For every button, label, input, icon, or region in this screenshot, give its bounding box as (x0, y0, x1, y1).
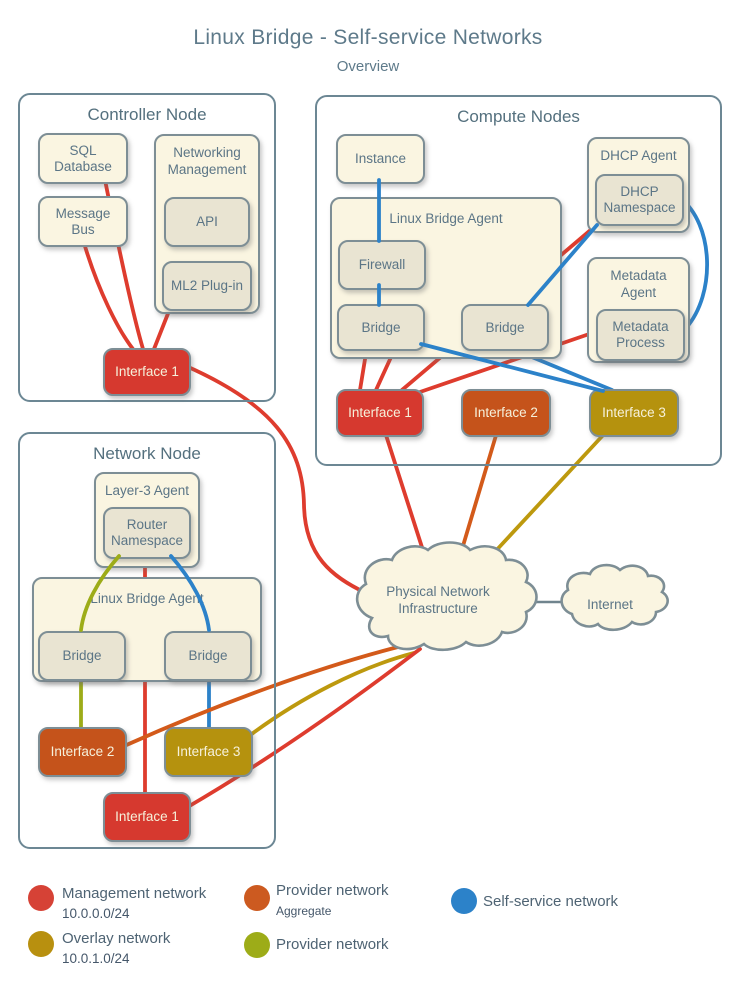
compute-linux-bridge-agent-label: Linux Bridge Agent (389, 211, 503, 226)
line-routerns-bridge-right (169, 554, 211, 632)
page-subtitle: Overview (336, 58, 400, 75)
legend-label-provider-aggregate: Provider network (276, 882, 389, 899)
controller-node-group: Controller Node (18, 93, 276, 402)
firewall-box: Firewall (338, 240, 426, 290)
line-cmp-interface1-cloud (383, 430, 430, 568)
compute-interface1-box: Interface 1 (336, 389, 424, 437)
internet-cloud-label: Internet (587, 596, 633, 612)
legend-label-management: Management network (62, 885, 207, 902)
message-bus-box: Message Bus (38, 196, 128, 247)
legend-dot-provider (244, 932, 270, 958)
network-bridge-left-box: Bridge (38, 631, 126, 681)
legend-sub-provider-aggregate: Aggregate (276, 904, 332, 918)
network-node-title: Network Node (93, 444, 201, 463)
legend-label-self-service: Self-service network (483, 893, 619, 910)
api-box: API (164, 197, 250, 247)
ml2-plugin-box: ML2 Plug-in (162, 261, 252, 311)
compute-interface2-box: Interface 2 (461, 389, 551, 437)
networking-management-label: Networking Management (167, 145, 247, 177)
legend-sub-overlay: 10.0.1.0/24 (62, 951, 130, 966)
line-net-interface3-cloud (247, 651, 416, 738)
network-node-group: Network Node (18, 432, 276, 849)
controller-interface1-box: Interface 1 (103, 348, 191, 396)
compute-nodes-title: Compute Nodes (457, 107, 580, 126)
compute-bridge-left-box: Bridge (337, 304, 425, 351)
legend-dot-provider-aggregate (244, 885, 270, 911)
legend-label-overlay: Overlay network (62, 930, 171, 947)
line-dhcpns-bridge-right (526, 223, 599, 307)
metadata-agent-label: Metadata Agent (610, 268, 667, 300)
network-linux-bridge-agent-label: Linux Bridge Agent (90, 591, 204, 606)
line-cmp-interface2-cloud (455, 430, 499, 568)
line-net-interface1-cloud (184, 647, 422, 810)
compute-interface3-box: Interface 3 (589, 389, 679, 437)
controller-node-title: Controller Node (87, 105, 207, 124)
legend-dot-self-service (451, 888, 477, 914)
network-interface3-box: Interface 3 (164, 727, 253, 777)
network-interface1-box: Interface 1 (103, 792, 191, 842)
legend-label-provider: Provider network (276, 936, 389, 953)
compute-bridge-right-box: Bridge (461, 304, 549, 351)
dhcp-agent-label: DHCP Agent (600, 148, 677, 163)
line-ctrl-interface1-cloud (184, 364, 368, 595)
metadata-process-box: Metadata Process (596, 309, 685, 361)
sql-database-box: SQL Database (38, 133, 128, 184)
internet-cloud (560, 563, 669, 632)
line-netmgmt-interface1 (152, 309, 171, 351)
physical-network-cloud (355, 541, 538, 652)
legend-dot-overlay (28, 931, 54, 957)
network-interface2-box: Interface 2 (38, 727, 127, 777)
instance-box: Instance (336, 134, 425, 184)
line-messagebus-interface1 (82, 241, 135, 351)
page-title: Linux Bridge - Self-service Networks (193, 26, 543, 49)
line-net-interface2-cloud (120, 645, 400, 749)
line-cmp-lba-interface1 (374, 353, 394, 392)
dhcp-namespace-box: DHCP Namespace (595, 174, 684, 226)
router-namespace-box: Router Namespace (103, 507, 191, 559)
legend-dot-management (28, 885, 54, 911)
line-routerns-bridge-left (79, 554, 121, 632)
line-dhcpns-metadata (678, 196, 709, 330)
layer3-agent-label: Layer-3 Agent (104, 483, 190, 498)
line-cmp-bridge-left-interface3 (419, 342, 605, 393)
compute-nodes-group: Compute Nodes (315, 95, 722, 466)
line-metadata-interface1 (418, 329, 600, 394)
line-cmp-interface3-cloud (477, 430, 608, 571)
legend-sub-management: 10.0.0.0/24 (62, 906, 130, 921)
physical-network-cloud-label: Physical Network Infrastructure (386, 584, 490, 616)
network-bridge-right-box: Bridge (164, 631, 252, 681)
